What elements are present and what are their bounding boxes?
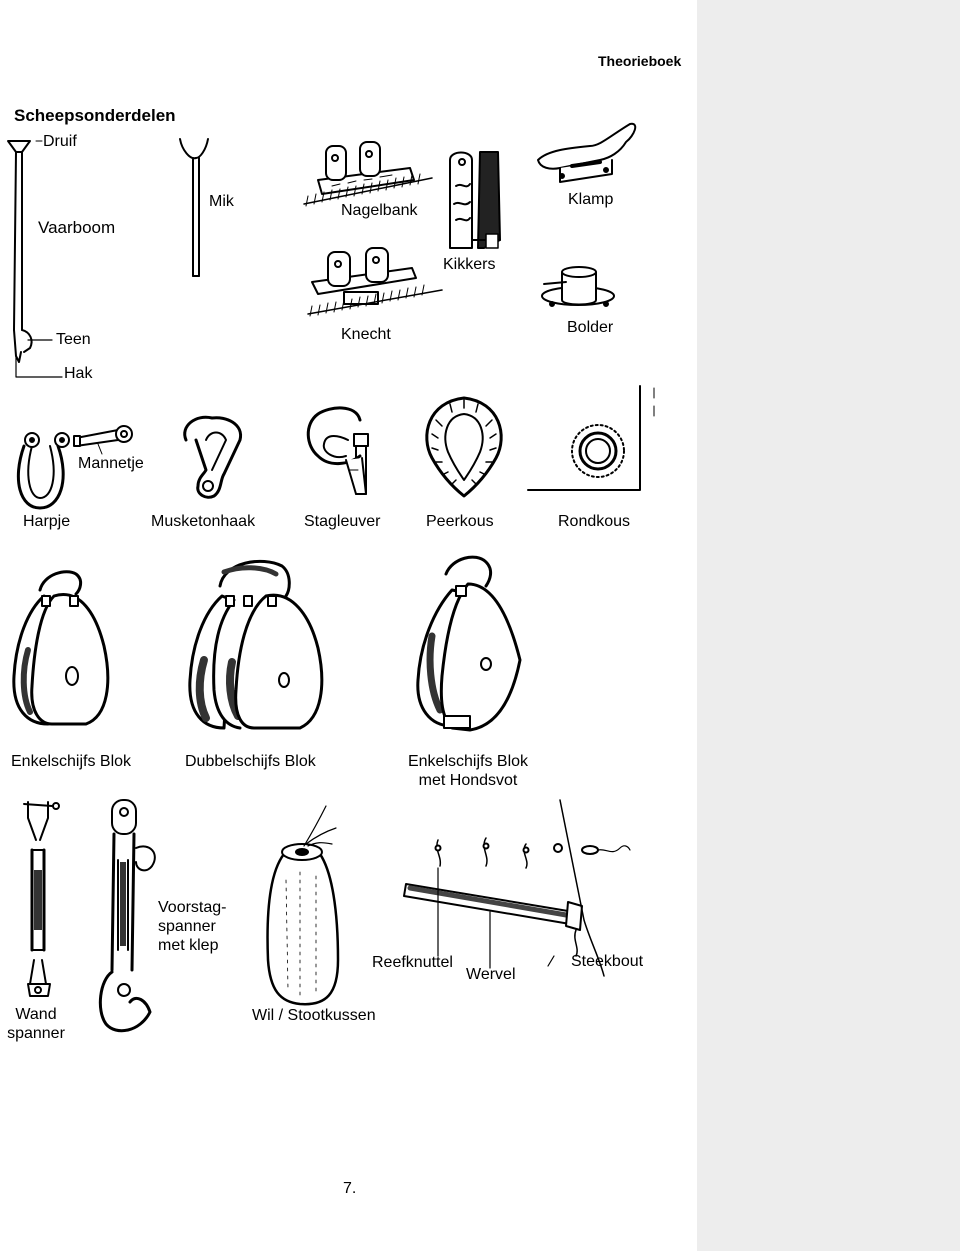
reefknuttel-illustration: [434, 837, 530, 869]
wandspanner-illustration: [23, 801, 60, 997]
label-wervel: Wervel: [466, 966, 516, 983]
label-stootkussen: Wil / Stootkussen: [252, 1007, 376, 1024]
kikkers-illustration: [449, 151, 501, 249]
label-bolder: Bolder: [567, 319, 614, 336]
label-teen: Teen: [56, 331, 91, 348]
label-reefknuttel: Reefknuttel: [372, 954, 453, 971]
label-harpje: Harpje: [23, 513, 71, 530]
label-hak: Hak: [64, 365, 93, 382]
label-vaarboom: Vaarboom: [38, 218, 116, 237]
klamp-illustration: [537, 122, 637, 183]
steekbout-illustration: [547, 799, 631, 977]
label-klamp: Klamp: [568, 191, 614, 208]
mannetje-illustration: [73, 425, 133, 455]
label-knecht: Knecht: [341, 326, 391, 343]
mik-illustration: [179, 138, 209, 277]
label-voorstag-line2: spanner: [158, 918, 216, 935]
label-voorstagspanner: Voorstag- spanner met klep: [158, 898, 226, 955]
label-rondkous: Rondkous: [558, 513, 631, 530]
label-voorstag-line1: Voorstag-: [158, 899, 227, 916]
label-hondsvot-line1: Enkelschijfs Blok: [407, 753, 529, 770]
label-mannetje: Mannetje: [78, 455, 144, 472]
label-steekbout: Steekbout: [571, 953, 644, 970]
label-wandspanner-line1: Wand: [15, 1006, 57, 1023]
label-druif: Druif: [43, 133, 77, 150]
label-mik: Mik: [209, 193, 234, 210]
harpje-illustration: [16, 432, 70, 510]
label-musketonhaak: Musketonhaak: [151, 513, 256, 530]
page-number: 7.: [343, 1180, 357, 1197]
wervel-illustration: [403, 867, 583, 969]
bolder-illustration: [541, 266, 615, 307]
rondkous-illustration: [527, 385, 655, 491]
label-kikkers: Kikkers: [443, 256, 496, 273]
stagleuver-illustration: [306, 406, 369, 495]
dubbelschijfs-blok-illustration: [188, 559, 324, 730]
nagelbank-illustration: [303, 141, 433, 207]
label-dubbelschijfs-blok: Dubbelschijfs Blok: [185, 753, 316, 770]
knecht-illustration: [307, 247, 443, 317]
label-hondsvot-blok: Enkelschijfs Blok met Hondsvot: [398, 752, 538, 790]
label-wandspanner: Wand spanner: [0, 1005, 72, 1043]
enkelschijfs-blok-illustration: [12, 570, 110, 726]
voorstagspanner-illustration: [98, 799, 156, 1033]
label-wandspanner-line2: spanner: [7, 1025, 65, 1042]
label-peerkous: Peerkous: [426, 513, 494, 530]
hondsvot-blok-illustration: [416, 555, 522, 732]
page-margin-panel: [697, 0, 960, 1251]
section-title: Scheepsonderdelen: [14, 106, 176, 125]
label-nagelbank: Nagelbank: [341, 202, 418, 219]
label-hondsvot-line2: met Hondsvot: [418, 772, 518, 789]
label-enkelschijfs-blok: Enkelschijfs Blok: [11, 753, 132, 770]
vaarboom-illustration: [7, 140, 63, 378]
musketonhaak-illustration: [183, 415, 243, 499]
label-stagleuver: Stagleuver: [304, 513, 381, 530]
book-title: Theorieboek: [598, 53, 682, 69]
peerkous-illustration: [425, 396, 503, 498]
label-voorstag-line3: met klep: [158, 937, 219, 954]
stootkussen-illustration: [266, 805, 340, 1006]
